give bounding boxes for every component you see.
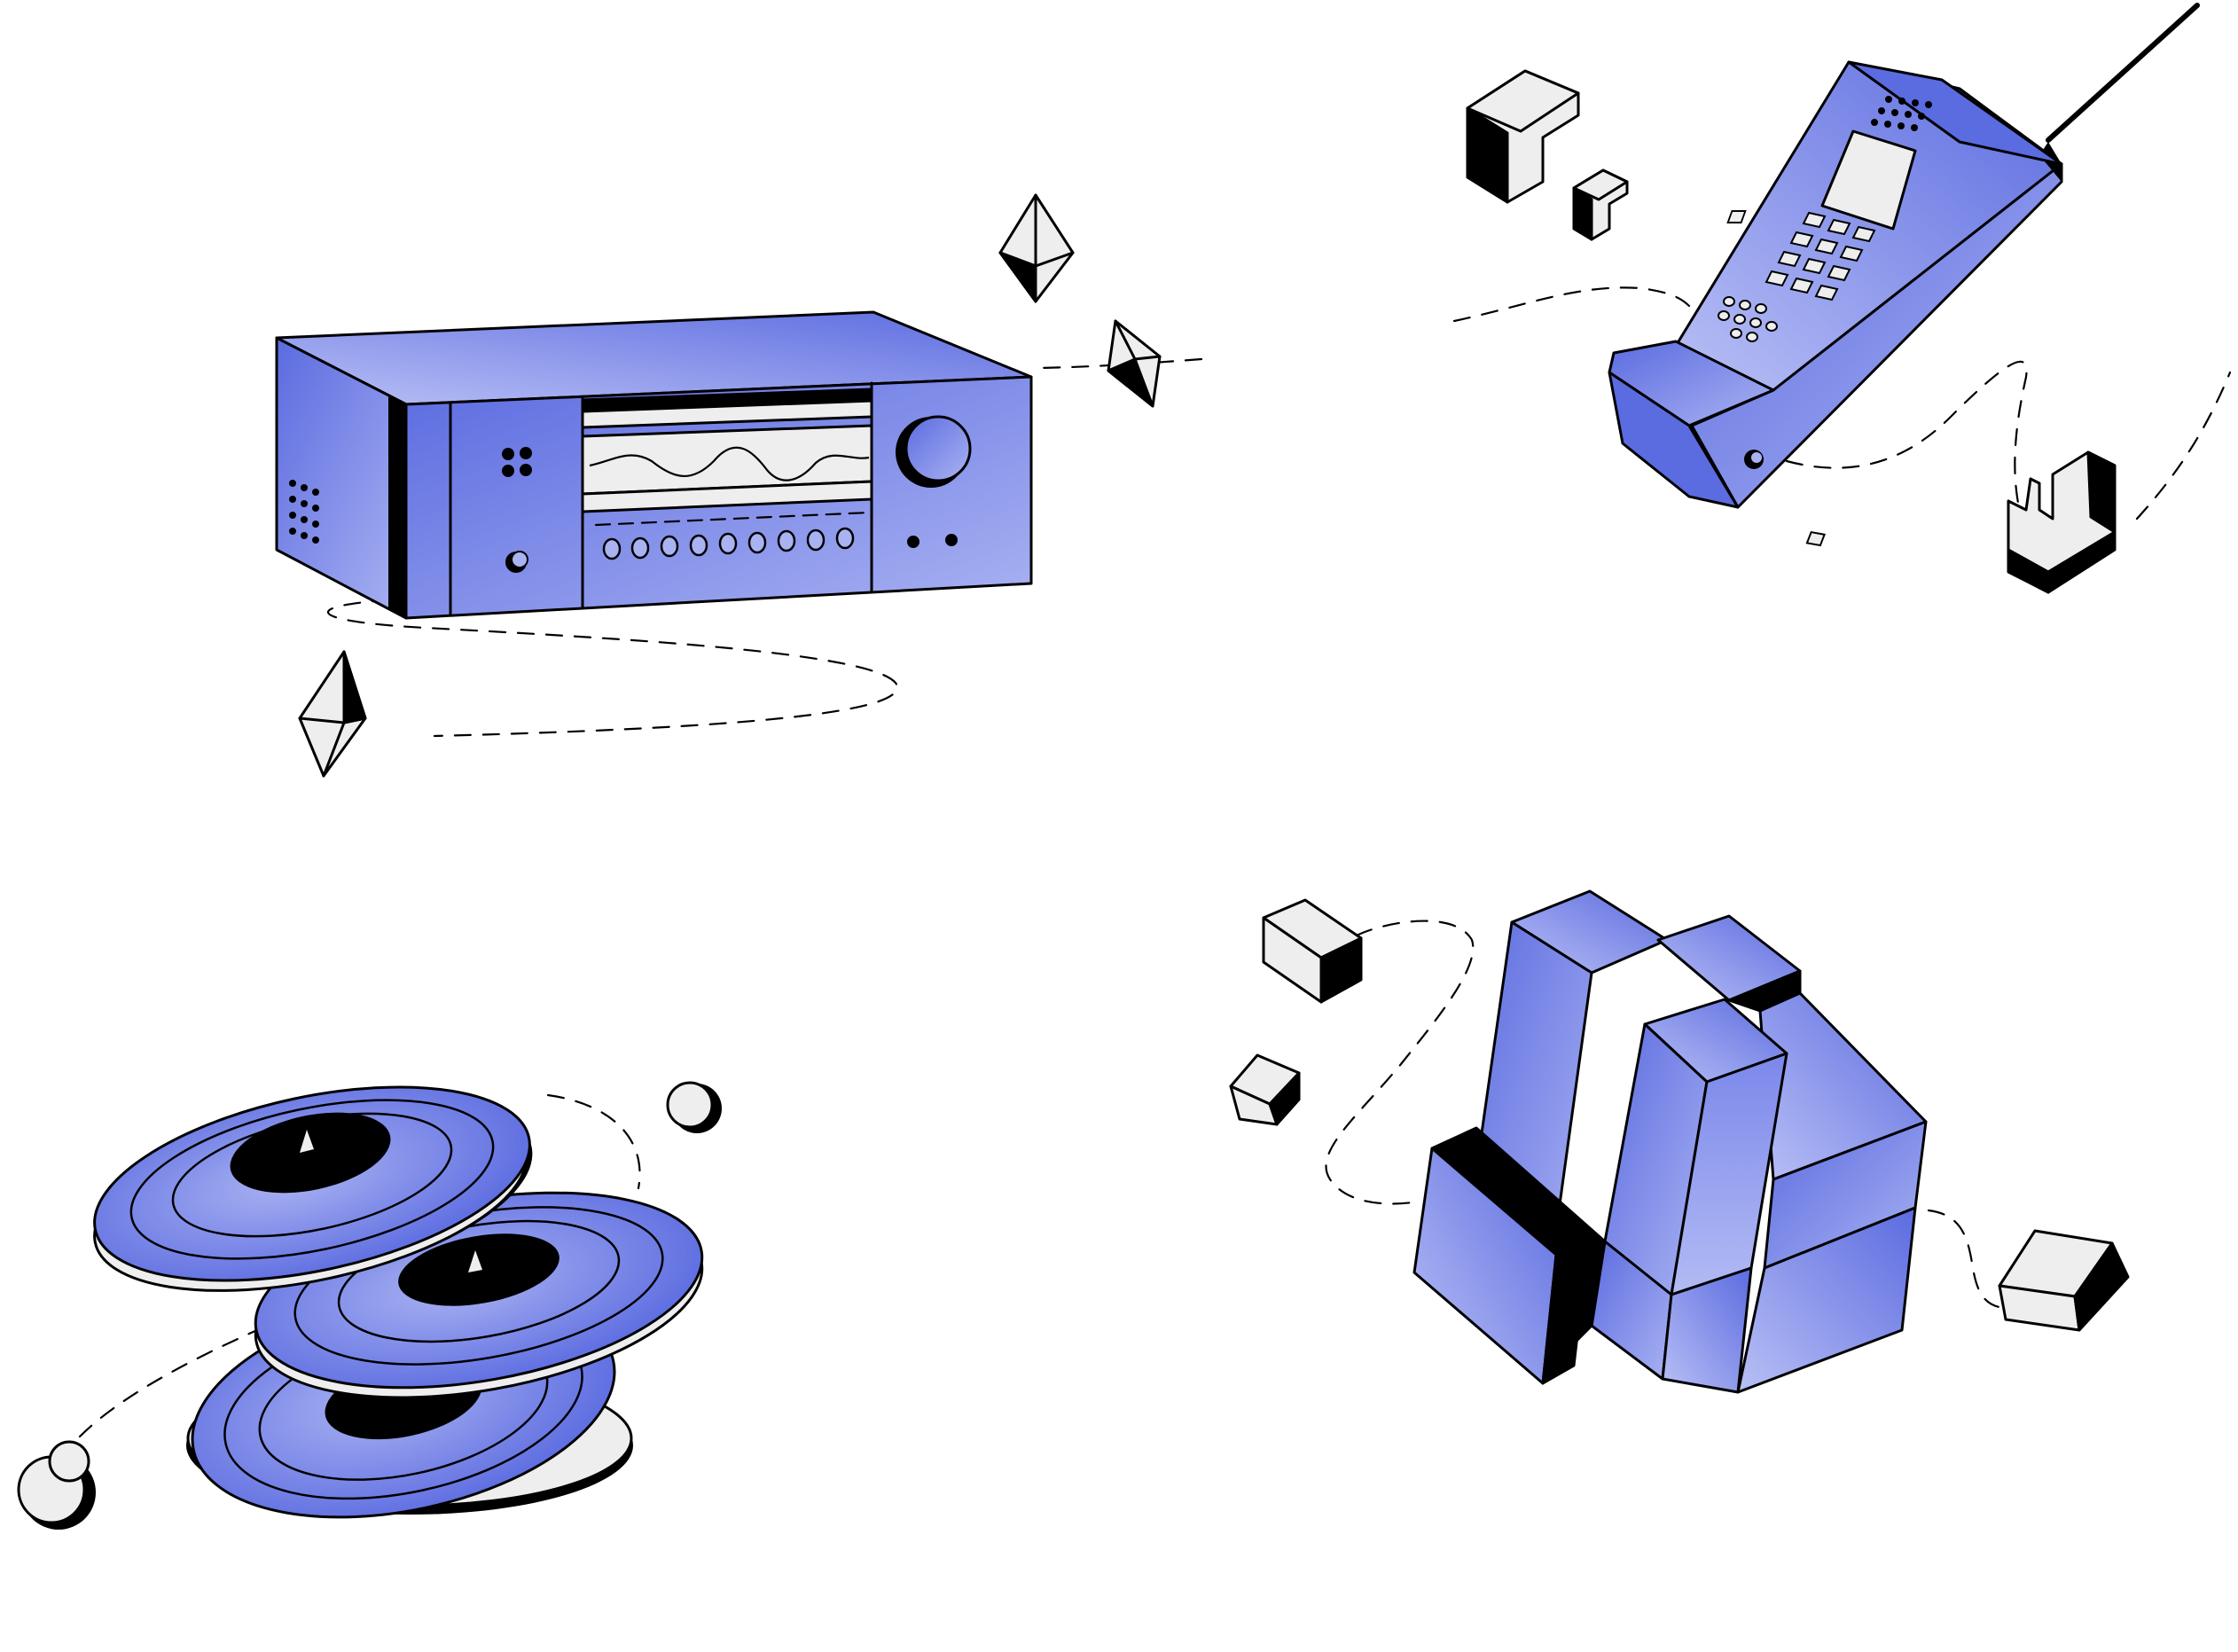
stereo-round-buttons: [602, 527, 855, 560]
phone-dashed-path: [1452, 286, 2232, 521]
diamond-icon: [298, 650, 367, 778]
phone-speaker-icon: [1871, 96, 1932, 131]
l-block-icon: [1466, 69, 1580, 204]
brick-mobile-phone-illustration: [1452, 3, 2232, 547]
vinyl-dashed-path: [78, 1093, 641, 1438]
stereo-volume-knob-icon: [896, 415, 972, 548]
l-block-icon: [1572, 168, 1629, 241]
stereo-side-shadow: [388, 395, 406, 618]
l-block-icon: [2007, 450, 2117, 594]
blocks-dashed-path: [1325, 920, 2010, 1310]
sphere-icon: [17, 1440, 96, 1530]
cube-icon: [1262, 898, 1363, 1004]
sphere-icon: [666, 1081, 722, 1133]
stereo-vent-icon: [289, 480, 319, 544]
phone-small-buttons: [1718, 296, 1778, 342]
stereo-display-icon: [581, 388, 873, 513]
phone-keypad-icon: [1726, 210, 1876, 547]
stereo-button-cluster-icon: [502, 447, 532, 477]
stereo-dashed-path: [326, 357, 1203, 738]
cube-icon: [1229, 1053, 1301, 1126]
vinyl-records-illustration: [78, 1085, 704, 1519]
diamond-icon: [998, 193, 1075, 303]
cube-icon: [1998, 1229, 2130, 1332]
phone-antenna: [2046, 3, 2200, 143]
stacked-blocks-illustration: [1325, 889, 2010, 1394]
diamond-icon: [1107, 319, 1162, 408]
stereo-small-knob-icon: [505, 551, 528, 573]
vinyl-record-icon: [93, 1085, 533, 1292]
stereo-receiver-illustration: [275, 310, 1203, 738]
